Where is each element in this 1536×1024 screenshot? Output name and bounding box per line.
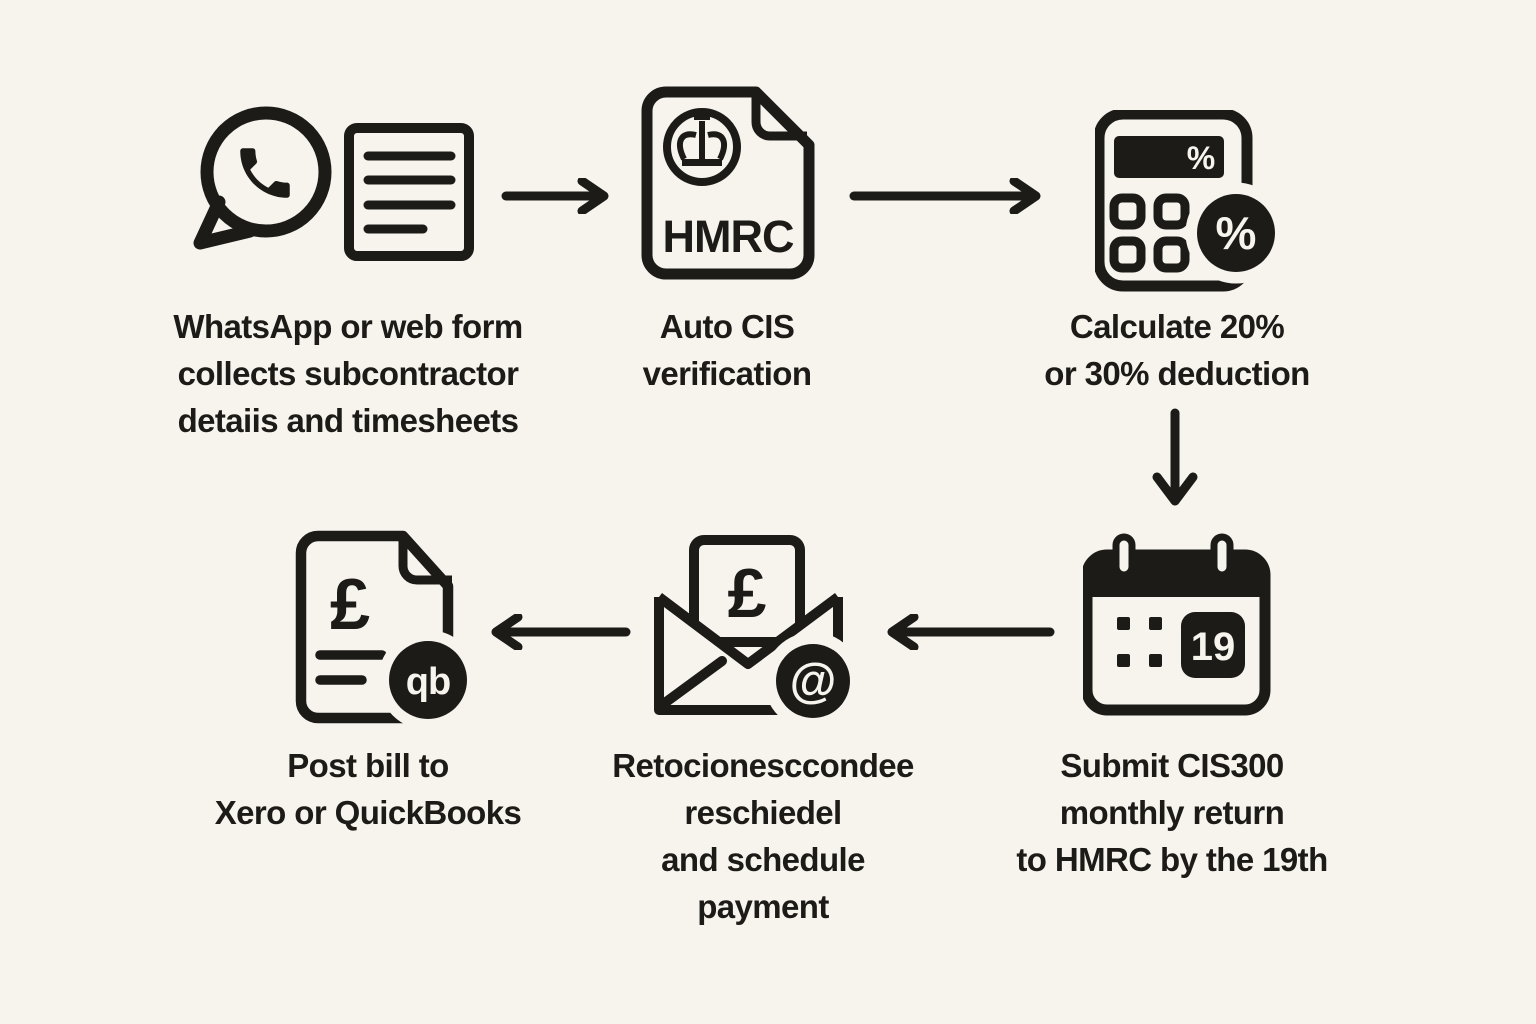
envelope-pound-label: £ bbox=[728, 554, 767, 632]
quickbooks-qb-label: qb bbox=[406, 661, 450, 703]
arrow-right-icon bbox=[848, 178, 1048, 214]
percent-badge bbox=[1197, 194, 1275, 272]
calculator-percent-icon: % % bbox=[1095, 110, 1280, 295]
caption-line: and schedule bbox=[661, 841, 865, 878]
caption-line: Auto CIS bbox=[659, 308, 795, 345]
hmrc-document-icon: HMRC bbox=[638, 85, 818, 281]
email-at-badge bbox=[776, 644, 850, 718]
calendar-day-box bbox=[1181, 612, 1245, 678]
caption-line: Post bill to bbox=[287, 747, 449, 784]
caption-line: verification bbox=[642, 355, 812, 392]
caption-line: collects subcontractor bbox=[177, 355, 519, 392]
crown-icon bbox=[677, 109, 727, 166]
caption-collect: WhatsApp or web form collects subcontrac… bbox=[110, 303, 586, 444]
caption-schedule: Retocionesccondee reschiedel and schedul… bbox=[580, 742, 946, 930]
calendar-ring-right bbox=[1210, 533, 1234, 579]
caption-line: or 30% deduction bbox=[1044, 355, 1310, 392]
caption-line: detaiis and timesheets bbox=[177, 402, 519, 439]
timesheet-document-icon bbox=[343, 122, 475, 262]
arrow-right-icon bbox=[500, 178, 615, 214]
caption-line: to HMRC by the 19th bbox=[1016, 841, 1328, 878]
badge-percent-label: % bbox=[1216, 207, 1257, 259]
arrow-left-icon bbox=[482, 614, 632, 650]
pound-note bbox=[689, 535, 805, 647]
caption-line: Calculate 20% bbox=[1069, 308, 1285, 345]
caption-line: monthly return bbox=[1059, 794, 1285, 831]
whatsapp-icon bbox=[193, 100, 338, 250]
calendar-deadline-icon: 19 bbox=[1083, 533, 1273, 718]
quickbooks-badge bbox=[389, 641, 467, 719]
calendar-ring-left bbox=[1112, 533, 1136, 579]
calendar-day-label: 19 bbox=[1191, 625, 1236, 669]
calculator-display-percent: % bbox=[1187, 140, 1215, 176]
caption-line: reschiedel bbox=[684, 794, 842, 831]
caption-calculate: Calculate 20% or 30% deduction bbox=[985, 303, 1369, 397]
caption-line: payment bbox=[697, 888, 829, 925]
pound-invoice-quickbooks-icon: £ qb bbox=[290, 528, 480, 728]
caption-line: Submit CIS300 bbox=[1060, 747, 1284, 784]
arrow-left-icon bbox=[876, 614, 1056, 650]
caption-line: Retocionesccondee bbox=[612, 747, 914, 784]
caption-post: Post bill to Xero or QuickBooks bbox=[175, 742, 561, 836]
invoice-pound-label: £ bbox=[330, 565, 370, 645]
at-symbol-label: @ bbox=[790, 655, 837, 708]
envelope-pound-email-icon: £ @ bbox=[650, 533, 855, 725]
caption-line: Xero or QuickBooks bbox=[214, 794, 522, 831]
hmrc-label: HMRC bbox=[663, 211, 794, 262]
caption-line: WhatsApp or web form bbox=[173, 308, 523, 345]
caption-verify: Auto CIS verification bbox=[560, 303, 894, 397]
caption-submit: Submit CIS300 monthly return to HMRC by … bbox=[955, 742, 1389, 883]
arrow-down-icon bbox=[1152, 407, 1198, 515]
